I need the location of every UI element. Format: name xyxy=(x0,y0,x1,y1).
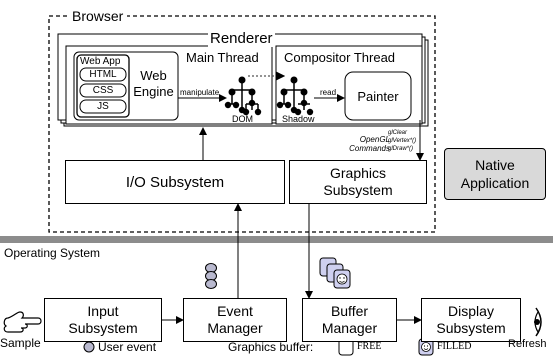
legend-user-event-circle xyxy=(83,341,95,353)
painter-box xyxy=(344,71,412,121)
dom-label: DOM xyxy=(232,114,253,124)
user-event-stack xyxy=(205,263,217,289)
web-engine-label: Web Engine xyxy=(133,68,174,99)
main-thread-label: Main Thread xyxy=(186,50,259,65)
css-pill xyxy=(79,83,127,98)
js-pill xyxy=(79,99,127,114)
opengl-call-glvertex: glVertex*() xyxy=(388,138,417,144)
opengl-commands-label: OpenGL Commands xyxy=(349,135,390,153)
event-manager-box: Event Manager xyxy=(183,298,287,342)
css-label: CSS xyxy=(92,85,114,96)
painter-label: Painter xyxy=(357,88,399,104)
html-pill xyxy=(79,67,127,82)
sample-label: Sample xyxy=(0,336,41,350)
manipulate-label: manipulate xyxy=(180,88,220,97)
dom-tree-icon xyxy=(224,76,262,116)
legend-user-event-label: User event xyxy=(98,340,157,354)
buffer-manager-box: Buffer Manager xyxy=(302,298,397,342)
js-label: JS xyxy=(97,101,109,112)
shadow-tree-icon xyxy=(276,76,314,116)
operating-system-bar xyxy=(0,236,553,243)
web-app-title: Web App xyxy=(80,56,121,67)
refresh-label: Refresh xyxy=(508,338,547,350)
operating-system-label: Operating System xyxy=(4,246,101,260)
pointing-hand-icon xyxy=(3,311,42,333)
input-subsystem-box: Input Subsystem xyxy=(44,298,162,342)
legend-filled-label: FILLED xyxy=(437,341,472,352)
compositor-thread-label: Compositor Thread xyxy=(284,50,396,65)
read-label: read xyxy=(320,88,337,97)
html-label: HTML xyxy=(89,69,117,80)
io-subsystem-box: I/O Subsystem xyxy=(65,160,285,204)
legend-graphics-buffer-label: Graphics buffer: xyxy=(228,340,314,354)
opengl-call-gldraw: glDraw*() xyxy=(388,146,414,152)
opengl-call-glclear: glClear xyxy=(388,130,408,136)
eye-icon xyxy=(534,307,542,337)
browser-boundary xyxy=(48,15,436,233)
shadow-label: Shadow xyxy=(282,114,315,124)
display-subsystem-box: Display Subsystem xyxy=(421,298,521,342)
legend-free-label: FREE xyxy=(357,341,382,352)
browser-title: Browser xyxy=(68,8,128,24)
filled-buffer-stack xyxy=(319,257,351,289)
renderer-title: Renderer xyxy=(208,30,275,47)
native-application-box: Native Application xyxy=(444,148,546,200)
graphics-subsystem-box: Graphics Subsystem xyxy=(289,160,427,204)
